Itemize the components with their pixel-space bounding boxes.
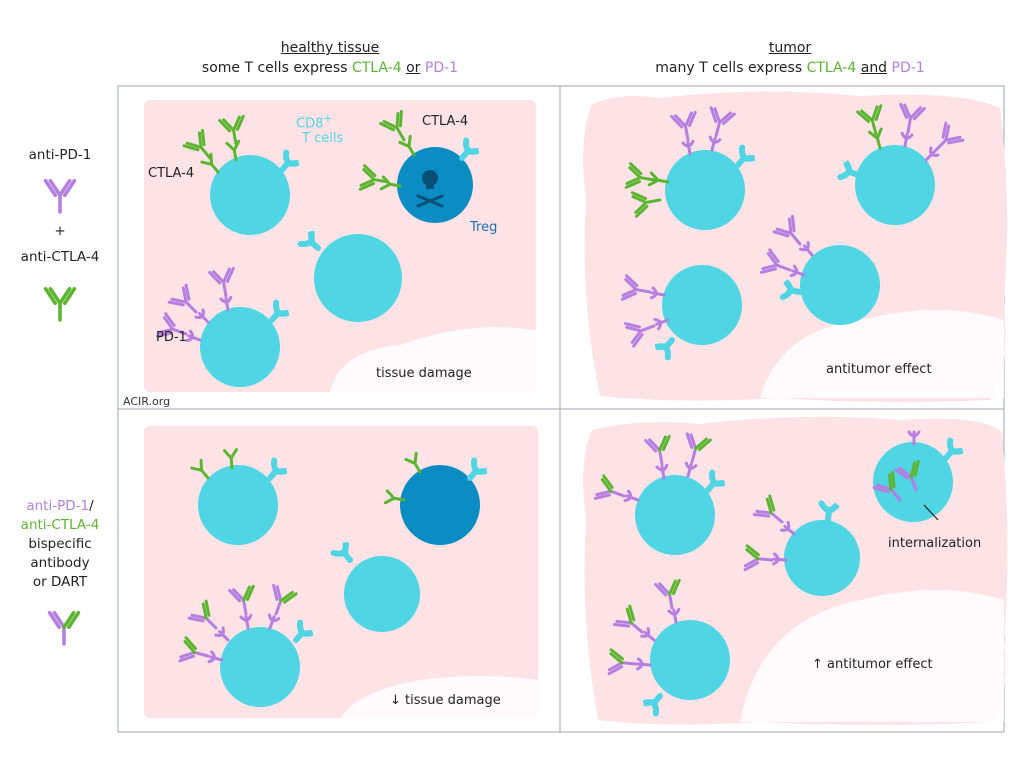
effect-p4: ↑ antitumor effect xyxy=(812,657,933,672)
t-cell xyxy=(743,494,860,596)
header-healthy: healthy tissue some T cells express CTLA… xyxy=(180,38,480,78)
effect-p1: tissue damage xyxy=(376,366,472,381)
label-pd1: PD-1 xyxy=(156,330,187,345)
damage-patch xyxy=(330,327,536,392)
t-cell xyxy=(190,448,287,545)
effect-patch-2 xyxy=(740,590,1004,722)
label-cd8: CD8+ xyxy=(296,112,333,132)
t-cell xyxy=(620,265,742,357)
label-anti-ctla4: anti-CTLA-4 xyxy=(20,249,100,265)
label-ctla4-b: CTLA-4 xyxy=(422,114,469,129)
t-cell xyxy=(759,214,880,325)
effect-p3: ↓ tissue damage xyxy=(390,693,501,708)
label-treg: Treg xyxy=(470,220,498,235)
anti-ctla4-glyph xyxy=(43,286,77,322)
label-internalization: internalization xyxy=(888,536,982,551)
t-cell xyxy=(334,543,420,632)
panel-grid xyxy=(117,85,1005,733)
damage-patch-2 xyxy=(340,676,538,718)
panel-healthy-combo xyxy=(144,100,536,392)
t-cell xyxy=(840,102,965,225)
healthy-title: healthy tissue xyxy=(280,40,380,56)
effect-patch xyxy=(760,310,1004,398)
label-plus: + xyxy=(54,223,66,239)
panel-healthy-bispecific xyxy=(144,426,538,718)
t-cell xyxy=(593,432,724,555)
header-tumor: tumor many T cells express CTLA-4 and PD… xyxy=(620,38,960,78)
internalization-pointer xyxy=(923,504,939,521)
tumor-subtitle: many T cells express CTLA-4 and PD-1 xyxy=(655,60,925,76)
healthy-subtitle: some T cells express CTLA-4 or PD-1 xyxy=(201,60,459,76)
label-anti-pd1: anti-PD-1 xyxy=(28,147,92,163)
label-tcells: T cells xyxy=(302,131,344,146)
label-bispecific: anti-PD-1/ anti-CTLA-4 bispecific antibo… xyxy=(20,498,100,590)
t-cell xyxy=(182,114,298,235)
t-cell xyxy=(624,106,754,230)
t-cell xyxy=(301,232,402,322)
panel-tumor-bispecific xyxy=(583,416,1008,725)
panel-tumor-combo xyxy=(583,91,1008,403)
t-cell xyxy=(178,583,313,707)
t-cell xyxy=(155,266,288,387)
treg-cell xyxy=(358,109,478,223)
anti-pd1-glyph xyxy=(43,179,77,214)
t-cell xyxy=(607,578,730,713)
skull-icon xyxy=(416,170,444,208)
credit: ACIR.org xyxy=(123,395,171,408)
label-ctla4-a: CTLA-4 xyxy=(148,166,195,181)
bispecific-glyph xyxy=(47,610,81,646)
tumor-title: tumor xyxy=(768,40,812,56)
internalizing-cell xyxy=(872,430,962,522)
effect-p2: antitumor effect xyxy=(826,362,932,377)
treg-cell xyxy=(383,451,486,545)
